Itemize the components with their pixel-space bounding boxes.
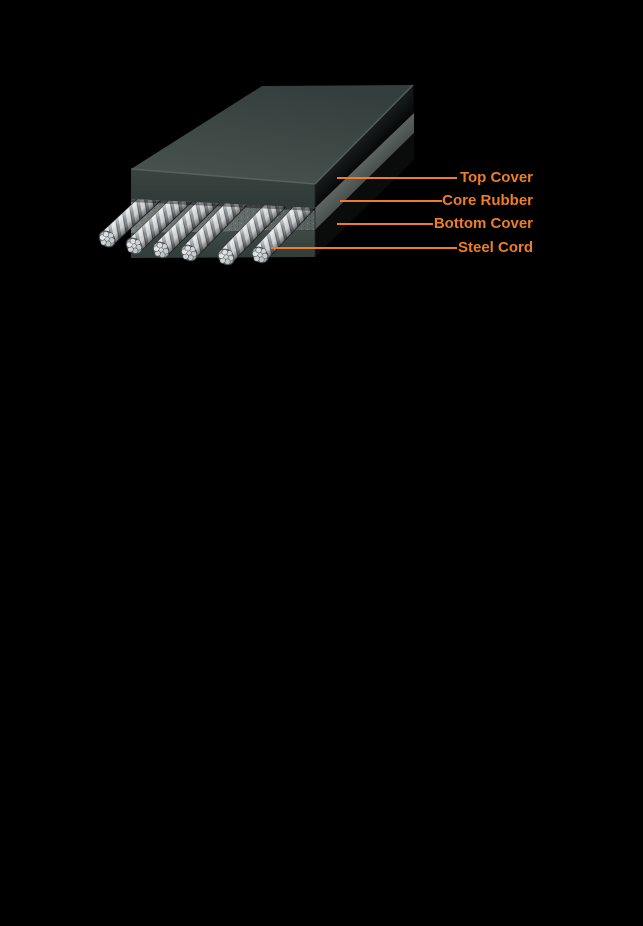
label-core-rubber-text: Core Rubber <box>442 192 533 209</box>
label-bottom-cover: Bottom Cover <box>434 214 533 234</box>
belt-front-top-cover <box>131 169 315 208</box>
steel-cord <box>176 196 250 266</box>
label-core-rubber: Core Rubber <box>442 191 533 211</box>
leader-line-steel-cord <box>271 247 457 249</box>
leader-line-bottom-cover <box>337 223 433 225</box>
top-cover-shadow <box>130 199 316 211</box>
label-top-cover-text: Top Cover <box>459 169 533 186</box>
leader-line-top-cover <box>337 177 457 179</box>
belt-side-core-rubber <box>315 113 414 230</box>
label-bottom-cover-text: Bottom Cover <box>433 215 533 232</box>
belt-side-bottom-cover <box>315 133 414 257</box>
leader-line-core-rubber <box>340 200 442 202</box>
steel-cord <box>213 196 287 270</box>
label-top-cover: Top Cover <box>460 168 533 188</box>
label-steel-cord: Steel Cord <box>458 238 533 258</box>
conveyor-belt-illustration <box>94 84 414 270</box>
label-steel-cord-text: Steel Cord <box>457 239 533 256</box>
steel-cord <box>148 196 222 263</box>
belt-top-face <box>131 85 413 184</box>
steel-cord <box>121 196 193 259</box>
